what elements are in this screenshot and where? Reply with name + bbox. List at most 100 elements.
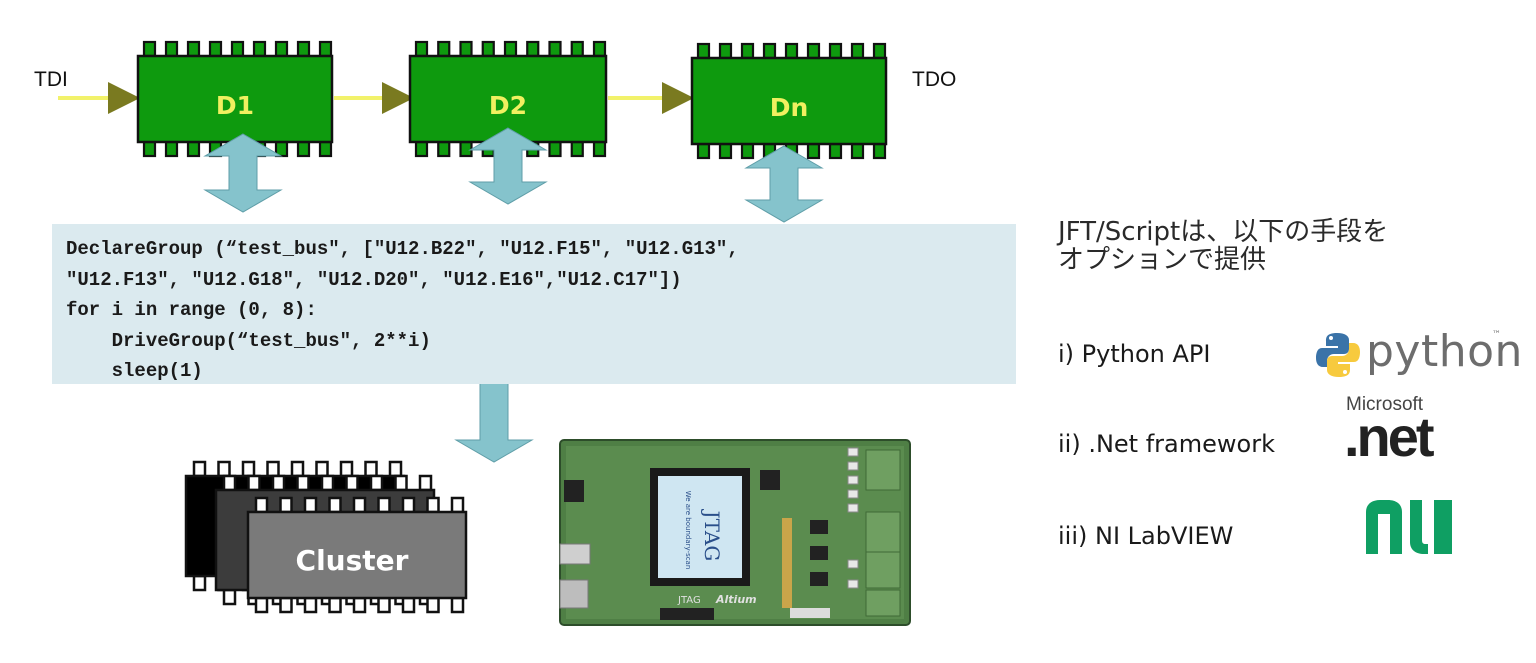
- tdi-label: TDI: [34, 68, 68, 91]
- cluster-pin: [296, 474, 310, 492]
- chip-pin: [548, 40, 562, 58]
- option-python: i) Python API: [1058, 340, 1211, 368]
- python-tm: ™: [1492, 330, 1501, 340]
- cluster-pin: [426, 596, 440, 614]
- cluster-pin: [290, 460, 305, 478]
- device-chip-dn: Dn: [690, 42, 888, 160]
- cluster-pin: [377, 496, 391, 514]
- python-snake-icon: [1316, 333, 1360, 377]
- cluster-pin: [352, 596, 367, 614]
- double-arrow: [744, 145, 824, 223]
- ni-logo: NI: [1366, 500, 1452, 559]
- cluster-pin: [418, 474, 433, 492]
- chip-pin: [828, 142, 843, 160]
- chip-pin: [296, 140, 311, 158]
- cluster-pin: [247, 474, 261, 492]
- chip-pin: [503, 40, 518, 58]
- cluster-stack: Cluster: [184, 460, 468, 614]
- chip-label: D1: [216, 91, 254, 120]
- chip-pin: [696, 142, 711, 160]
- chip-pin: [142, 40, 157, 58]
- chip-pin: [318, 140, 333, 158]
- cluster-pin: [401, 596, 416, 614]
- chip-pin: [592, 140, 607, 158]
- cluster-pin: [271, 474, 286, 492]
- net-wordmark: .net: [1344, 405, 1435, 468]
- chip-pin: [592, 40, 607, 58]
- option-dotnet: ii) .Net framework: [1058, 430, 1275, 458]
- chip-pin: [459, 140, 473, 158]
- cluster-pin: [328, 596, 342, 614]
- chip-pin: [570, 40, 584, 58]
- chip-pin: [696, 42, 711, 60]
- chip-pin: [806, 142, 821, 160]
- chip-pin: [318, 40, 333, 58]
- cluster-pin: [320, 474, 335, 492]
- cluster-pin: [345, 474, 359, 492]
- cluster-pin: [377, 596, 391, 614]
- cluster-pin: [254, 496, 269, 514]
- code-line: DriveGroup(“test_bus", 2**i): [66, 329, 431, 352]
- code-block: DeclareGroup (“test_bus", ["U12.B22", "U…: [52, 224, 1016, 387]
- cluster-label: Cluster: [296, 544, 409, 577]
- power-jack: [564, 480, 584, 502]
- chip-label: D2: [489, 91, 527, 120]
- cluster-pin: [192, 460, 207, 478]
- cluster-pin: [192, 574, 207, 592]
- double-arrows: [203, 127, 824, 463]
- cluster-pin: [254, 596, 269, 614]
- module-subtext: We are boundary-scan: [684, 491, 692, 570]
- cluster-pin: [450, 496, 465, 514]
- chip-body: [136, 54, 334, 144]
- chip-pin: [186, 140, 201, 158]
- cluster-body: [246, 510, 468, 600]
- chip-pin: [164, 40, 179, 58]
- cluster-pin: [426, 496, 440, 514]
- chip-pin: [252, 40, 267, 58]
- double-arrow: [203, 133, 283, 213]
- cluster-pin: [388, 460, 403, 478]
- chip-pin: [784, 42, 799, 60]
- cluster-pin: [222, 474, 237, 492]
- code-line: sleep(1): [66, 360, 203, 382]
- description: JFT/Scriptは、以下の手段を オプションで提供: [1058, 218, 1388, 274]
- tdo-label: TDO: [912, 68, 957, 91]
- description-line-1: JFT/Scriptは、以下の手段を: [1058, 217, 1389, 247]
- cluster-pin: [279, 496, 293, 514]
- cluster-pin: [303, 496, 318, 514]
- cluster-pin: [369, 474, 384, 492]
- chip-body: [690, 56, 888, 146]
- cluster-chip-layer: [246, 496, 468, 614]
- cluster-pin: [394, 474, 408, 492]
- cluster-pin: [241, 460, 256, 478]
- dotnet-logo: Microsoft .net: [1340, 394, 1470, 468]
- chip-pin: [142, 140, 157, 158]
- chip-pin: [459, 40, 473, 58]
- chip-pin: [806, 42, 821, 60]
- chip-pin: [414, 40, 429, 58]
- script-code-box: DeclareGroup (“test_bus", ["U12.B22", "U…: [52, 224, 1016, 384]
- cluster-pin: [217, 460, 231, 478]
- microsoft-wordmark: Microsoft: [1346, 394, 1424, 415]
- option-labview: iii) NI LabVIEW: [1058, 522, 1234, 550]
- usb-port: [559, 543, 591, 565]
- chip-pin: [414, 140, 429, 158]
- chip-pin: [526, 40, 540, 58]
- cluster-pin: [450, 596, 465, 614]
- dev-board: JTAG We are boundary-scan JTAG Altium: [559, 439, 911, 626]
- cluster-pin: [279, 596, 293, 614]
- module-text: JTAG: [700, 509, 724, 562]
- cluster-pin: [222, 588, 237, 606]
- chip-pin: [274, 40, 289, 58]
- cluster-pin: [339, 460, 354, 478]
- chip-pin: [740, 42, 755, 60]
- chip-label: Dn: [770, 93, 809, 122]
- chip-pin: [548, 140, 562, 158]
- chip-pin: [850, 42, 865, 60]
- ethernet-port: [559, 579, 589, 609]
- board-brand-altium: Altium: [715, 593, 757, 606]
- chip-pin: [850, 142, 865, 160]
- code-line: for i in range (0, 8):: [66, 299, 317, 321]
- chip-pin: [164, 140, 179, 158]
- cluster-pin: [328, 496, 342, 514]
